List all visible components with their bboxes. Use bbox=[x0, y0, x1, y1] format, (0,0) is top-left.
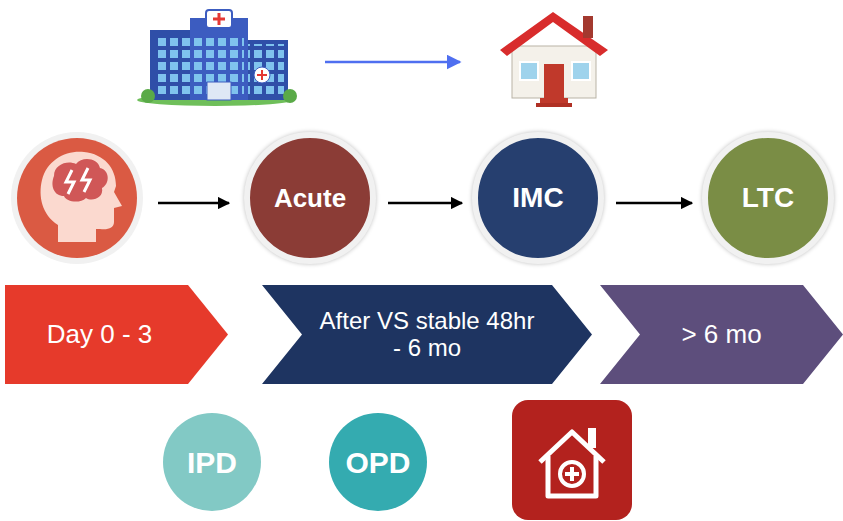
house-illustration bbox=[500, 12, 608, 107]
transfer-arrow bbox=[325, 61, 460, 64]
phase-band: After VS stable 48hr - 6 mo bbox=[262, 285, 592, 384]
stage-label: Acute bbox=[274, 184, 346, 213]
flow-arrow bbox=[616, 202, 692, 205]
stage-label: IMC bbox=[512, 183, 563, 214]
brain-icon bbox=[11, 132, 143, 264]
phase-label: Day 0 - 3 bbox=[47, 320, 153, 349]
stage-circle: IPD bbox=[163, 413, 261, 511]
phase-band: Day 0 - 3 bbox=[5, 285, 228, 384]
stage-circle: LTC bbox=[702, 132, 834, 264]
phase-label: After VS stable 48hr - 6 mo bbox=[320, 308, 535, 361]
flow-arrow bbox=[158, 202, 229, 205]
phase-band: > 6 mo bbox=[600, 285, 843, 384]
stage-label: OPD bbox=[345, 446, 410, 479]
stage-label: IPD bbox=[187, 446, 237, 479]
home-care-icon bbox=[512, 400, 632, 520]
flow-arrow bbox=[388, 202, 462, 205]
stage-circle: Acute bbox=[244, 132, 376, 264]
stage-circle: IMC bbox=[472, 132, 604, 264]
stage-label: LTC bbox=[742, 183, 794, 214]
stage-circle: OPD bbox=[329, 413, 427, 511]
hospital-illustration bbox=[137, 10, 297, 106]
phase-label: > 6 mo bbox=[681, 320, 761, 349]
